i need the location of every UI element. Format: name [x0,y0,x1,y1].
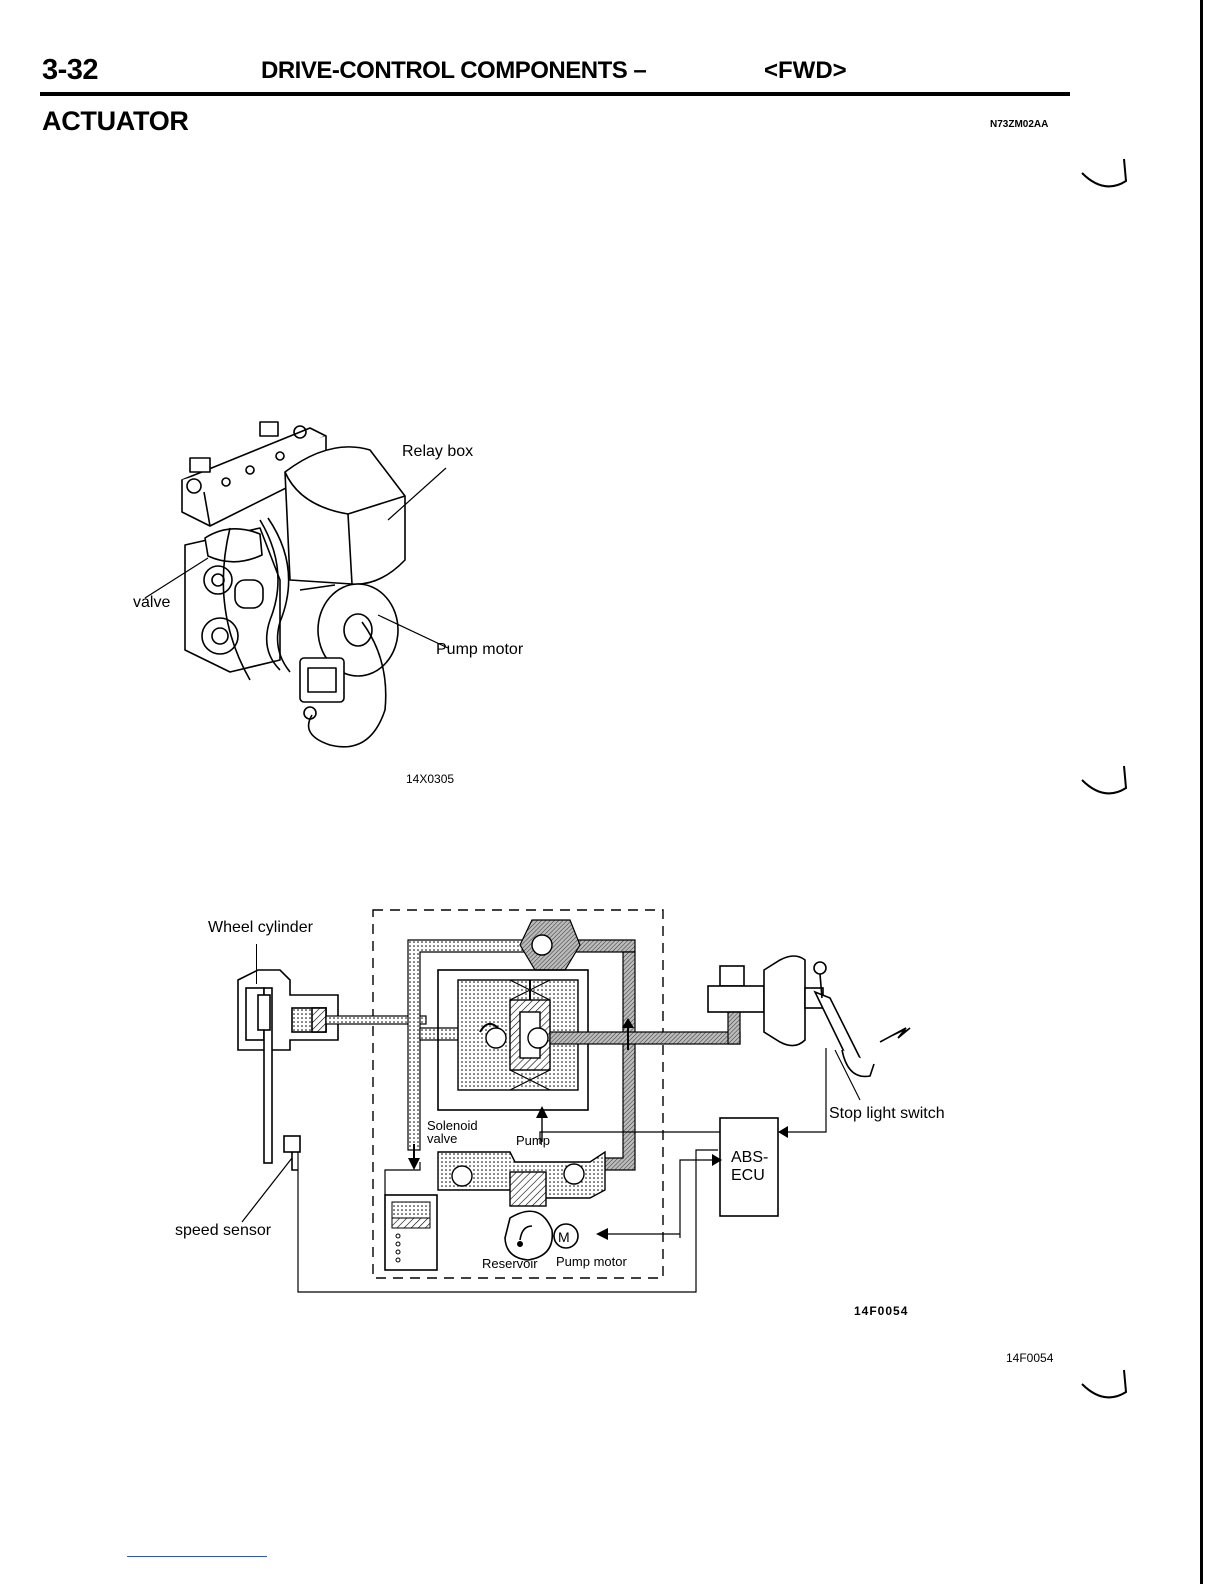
abs-hydraulic-schematic [180,900,970,1300]
variant-tag: <FWD> [764,57,847,85]
relay-box-label: Relay box [402,443,473,461]
solenoid-valve-label: Solenoid valve [427,1119,478,1145]
abs-ecu-label: ABS- ECU [731,1149,768,1185]
motor-symbol: M [558,1229,570,1245]
wheel-cylinder-label: Wheel cylinder [208,919,313,937]
binder-mark-middle [1080,762,1130,802]
footer-figure-code: 14F0054 [1006,1351,1053,1365]
section-code: N73ZM02AA [990,119,1048,130]
actuator-illustration [130,410,550,770]
figure1-code: 14X0305 [406,772,454,786]
pump-label: Pump [516,1133,550,1148]
figure2-code: 14F0054 [854,1304,908,1318]
pump-motor-label: Pump motor [436,641,523,659]
section-title: ACTUATOR [42,106,189,137]
header-rule [40,92,1070,96]
chapter-title: DRIVE-CONTROL COMPONENTS – [261,57,646,85]
solenoid-line2: valve [427,1132,478,1145]
binder-mark-bottom [1080,1366,1130,1406]
binder-mark-top [1080,155,1130,195]
speed-sensor-label: speed sensor [175,1222,271,1240]
stop-light-switch-label: Stop light switch [829,1105,945,1123]
bottom-link-rule [127,1556,267,1557]
abs-ecu-line2: ECU [731,1167,768,1185]
abs-ecu-line1: ABS- [731,1149,768,1167]
pump-motor-label-2: Pump motor [556,1254,627,1269]
wheel-cylinder-leader [256,944,257,984]
reservoir-label: Reservoir [482,1256,538,1271]
page-edge-rule [1200,0,1203,1584]
valve-label: valve [133,594,170,612]
page-number: 3-32 [42,54,98,87]
